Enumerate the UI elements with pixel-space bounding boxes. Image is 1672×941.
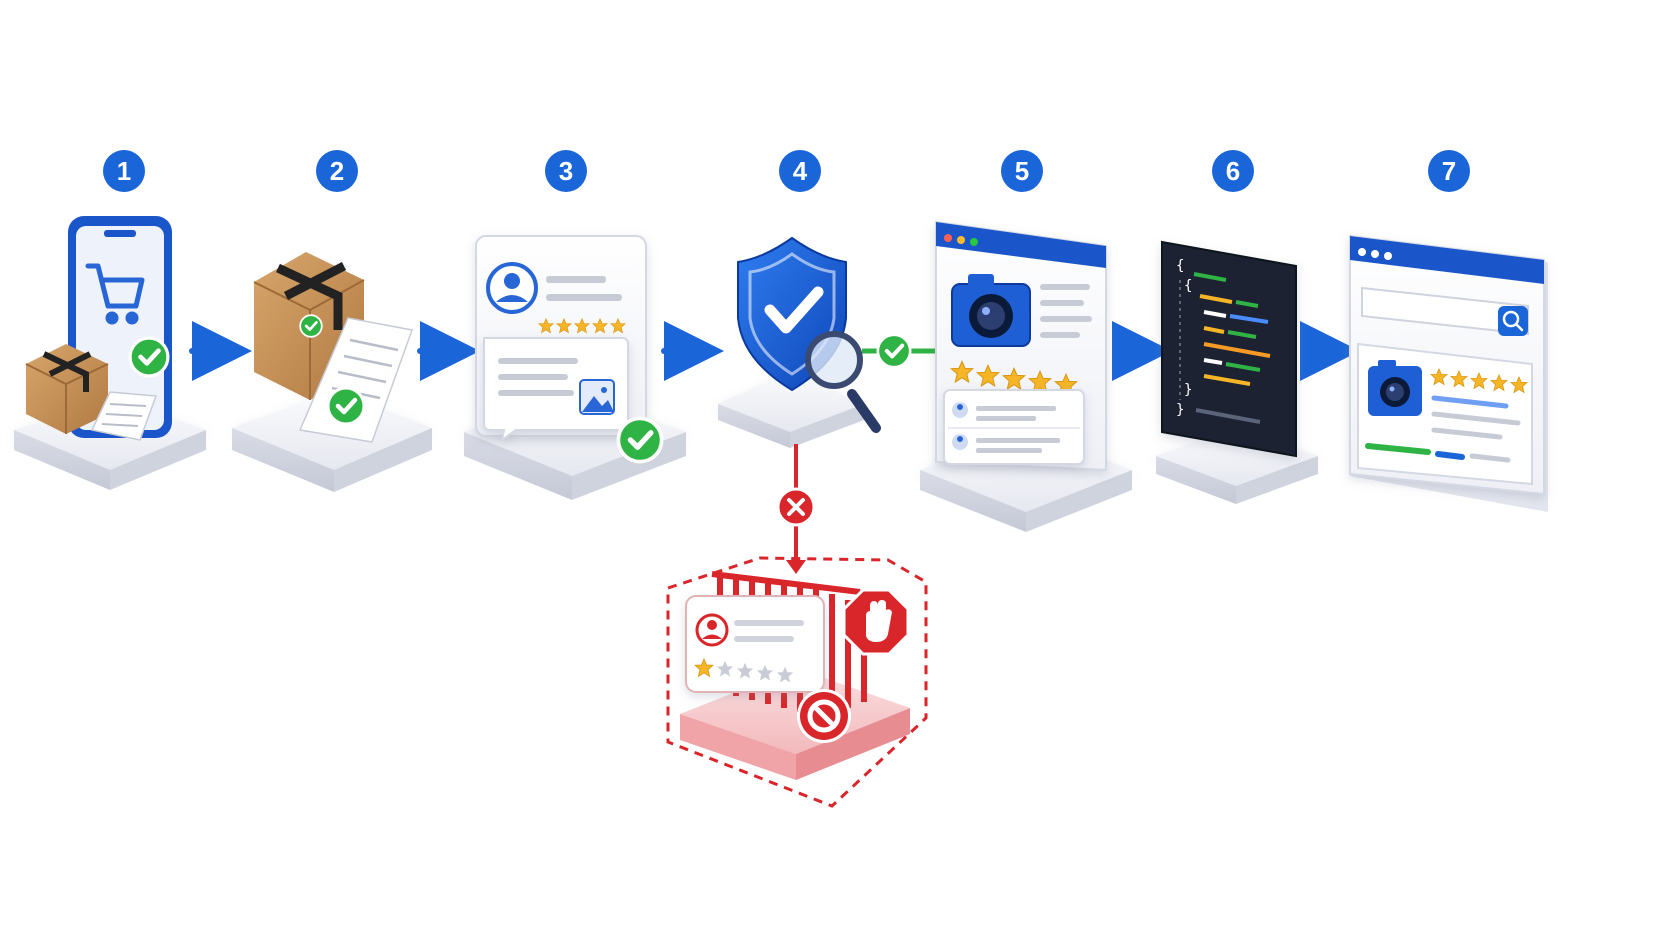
svg-text:{: { bbox=[1176, 258, 1184, 274]
search-bar bbox=[1361, 286, 1529, 336]
svg-text:7: 7 bbox=[1442, 156, 1456, 186]
svg-text:6: 6 bbox=[1226, 156, 1240, 186]
rejection-branch bbox=[666, 444, 928, 808]
svg-text:}: } bbox=[1184, 382, 1192, 398]
comment-bubble bbox=[483, 337, 629, 443]
step-badge-7: 7 bbox=[1428, 150, 1470, 192]
check-icon bbox=[328, 388, 364, 424]
receipt-icon bbox=[90, 391, 158, 441]
svg-text:3: 3 bbox=[559, 156, 573, 186]
step-badge-3: 3 bbox=[545, 150, 587, 192]
cart-icon bbox=[85, 263, 145, 325]
x-circle-icon bbox=[776, 487, 816, 527]
no-entry-icon bbox=[797, 689, 851, 743]
stop-hand-icon bbox=[842, 588, 910, 656]
magnifier-icon bbox=[805, 331, 881, 433]
step-7-search-rich-result bbox=[1349, 234, 1548, 512]
step-2-order-delivered bbox=[232, 252, 432, 492]
image-icon bbox=[579, 379, 615, 415]
svg-text:4: 4 bbox=[793, 156, 808, 186]
step-badge-2: 2 bbox=[316, 150, 358, 192]
check-icon bbox=[130, 338, 168, 376]
step-5-review-published bbox=[920, 220, 1132, 532]
step-6-structured-data: { { } } bbox=[1156, 240, 1318, 504]
step-badge-6: 6 bbox=[1212, 150, 1254, 192]
step-badge-1: 1 bbox=[103, 150, 145, 192]
step-badge-4: 4 bbox=[779, 150, 821, 192]
step-3-review-submitted bbox=[464, 235, 686, 500]
svg-text:}: } bbox=[1176, 402, 1184, 418]
search-icon bbox=[1498, 306, 1528, 336]
svg-text:2: 2 bbox=[330, 156, 344, 186]
svg-text:1: 1 bbox=[117, 156, 131, 186]
package-icon bbox=[25, 344, 109, 434]
step-1-order-placed bbox=[14, 216, 206, 490]
step-badge-5: 5 bbox=[1001, 150, 1043, 192]
code-editor-icon: { { } } bbox=[1161, 240, 1297, 458]
rich-result-card bbox=[1357, 342, 1533, 486]
blocked-review-quarantine bbox=[666, 556, 928, 808]
check-icon bbox=[618, 418, 661, 461]
svg-text:{: { bbox=[1184, 278, 1192, 294]
camera-icon bbox=[1368, 360, 1422, 416]
receipt-icon bbox=[298, 317, 414, 443]
step-4-verification bbox=[718, 236, 881, 448]
approval-connector bbox=[862, 335, 936, 367]
review-list bbox=[943, 389, 1085, 465]
rejected-review-card bbox=[685, 595, 825, 693]
camera-icon bbox=[951, 274, 1031, 347]
approved-check-icon bbox=[878, 335, 910, 367]
svg-text:5: 5 bbox=[1015, 156, 1029, 186]
